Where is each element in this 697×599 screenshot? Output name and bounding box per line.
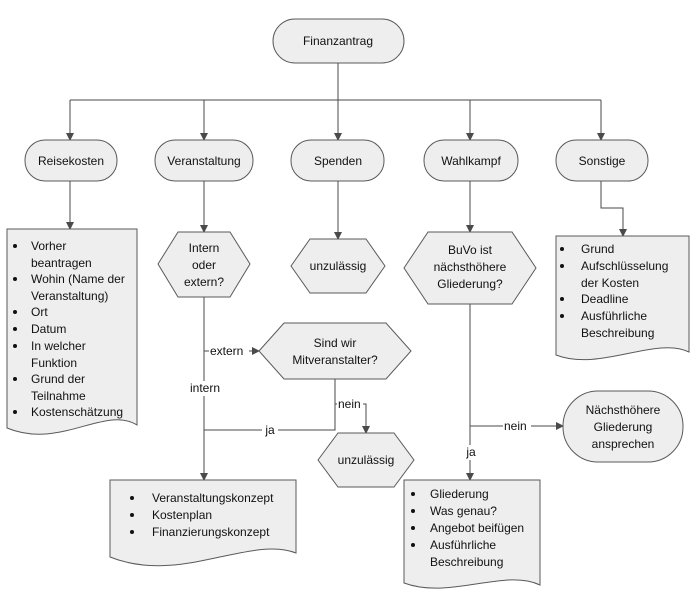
node-naechsthoehere: Nächsthöhere Gliederung ansprechen xyxy=(562,390,684,463)
node-spenden: Spenden xyxy=(290,139,385,182)
list-item: Ausführliche xyxy=(430,538,496,552)
list-item: Angebot beifügen xyxy=(430,521,524,535)
edge-label-nein-left: nein xyxy=(338,397,361,411)
decision-spenden: unzulässig xyxy=(290,238,386,294)
decision-mitveranstalter-nein: unzulässig xyxy=(317,432,415,488)
edge-label-ja-right: ja xyxy=(465,445,476,459)
node-naechsthoehere-line: Gliederung xyxy=(594,420,653,434)
decision-mitveranstalter-nein-label: unzulässig xyxy=(338,453,395,467)
list-item: Kostenschätzung xyxy=(31,405,123,419)
node-finanzantrag: Finanzantrag xyxy=(272,18,405,64)
edge-labels: extern intern ja nein nein ja xyxy=(186,343,531,460)
doc-reisekosten: Vorher beantragen Wohin (Name der Verans… xyxy=(6,228,138,435)
edge-label-intern: intern xyxy=(190,381,220,395)
node-reisekosten: Reisekosten xyxy=(24,139,118,182)
node-wahlkampf-label: Wahlkampf xyxy=(441,154,501,168)
list-item: Veranstaltung) xyxy=(31,289,108,303)
list-item: Teilnahme xyxy=(31,389,86,403)
edge-sonstige-doc xyxy=(600,181,627,237)
list-item: Was genau? xyxy=(430,504,497,518)
decision-buvo: BuVo ist nächsthöhere Gliederung? xyxy=(403,231,537,305)
node-naechsthoehere-line: Nächsthöhere xyxy=(586,403,661,417)
node-spenden-label: Spenden xyxy=(314,154,362,168)
decision-spenden-label: unzulässig xyxy=(310,259,367,273)
list-item: Datum xyxy=(31,322,66,336)
decision-intern-extern-line: extern? xyxy=(184,275,224,289)
decision-intern-extern-line: Intern xyxy=(189,241,220,255)
list-item: Finanzierungskonzept xyxy=(152,525,270,539)
list-item: In welcher xyxy=(31,339,86,353)
decision-mitveranstalter-line: Mitveranstalter? xyxy=(292,353,378,367)
list-item: Beschreibung xyxy=(430,555,503,569)
node-reisekosten-label: Reisekosten xyxy=(38,154,104,168)
node-wahlkampf: Wahlkampf xyxy=(423,139,519,182)
list-item: Grund xyxy=(581,242,614,256)
edge-label-ja-left: ja xyxy=(264,423,275,437)
node-naechsthoehere-line: ansprechen xyxy=(592,437,655,451)
list-item: Deadline xyxy=(581,292,629,306)
list-item: Funktion xyxy=(31,356,77,370)
node-veranstaltung-label: Veranstaltung xyxy=(167,154,240,168)
list-item: Veranstaltungskonzept xyxy=(152,491,274,505)
edge-label-nein-right: nein xyxy=(504,419,527,433)
list-item: Aufschlüsselung xyxy=(581,259,668,273)
list-item: Beschreibung xyxy=(581,326,654,340)
node-sonstige-label: Sonstige xyxy=(579,154,626,168)
doc-sonstige: Grund Aufschlüsselung der Kosten Deadlin… xyxy=(555,235,690,361)
list-item: Kostenplan xyxy=(152,508,212,522)
decision-buvo-line: BuVo ist xyxy=(448,243,493,257)
doc-veranstaltung: Veranstaltungskonzept Kostenplan Finanzi… xyxy=(109,479,297,567)
list-item: Ort xyxy=(31,305,48,319)
edge-label-extern: extern xyxy=(210,344,243,358)
list-item: Ausführliche xyxy=(581,309,647,323)
decision-buvo-line: nächsthöhere xyxy=(434,260,507,274)
decision-buvo-line: Gliederung? xyxy=(437,277,503,291)
list-item: beantragen xyxy=(31,256,92,270)
edge-ja-left xyxy=(204,379,336,431)
decision-intern-extern-line: oder xyxy=(192,258,216,272)
doc-wahlkampf: Gliederung Was genau? Angebot beifügen A… xyxy=(403,479,541,589)
decision-mitveranstalter: Sind wir Mitveranstalter? xyxy=(258,322,412,380)
list-item: Grund der xyxy=(31,372,85,386)
decision-mitveranstalter-line: Sind wir xyxy=(314,336,357,350)
list-item: Vorher xyxy=(31,239,66,253)
list-item: der Kosten xyxy=(581,276,639,290)
node-sonstige: Sonstige xyxy=(555,139,649,182)
node-veranstaltung: Veranstaltung xyxy=(154,139,254,182)
node-finanzantrag-label: Finanzantrag xyxy=(303,34,373,48)
list-item: Wohin (Name der xyxy=(31,272,125,286)
decision-intern-extern: Intern oder extern? xyxy=(157,231,251,298)
doc-reisekosten-list: Vorher beantragen Wohin (Name der Verans… xyxy=(13,239,125,419)
list-item: Gliederung xyxy=(430,487,489,501)
